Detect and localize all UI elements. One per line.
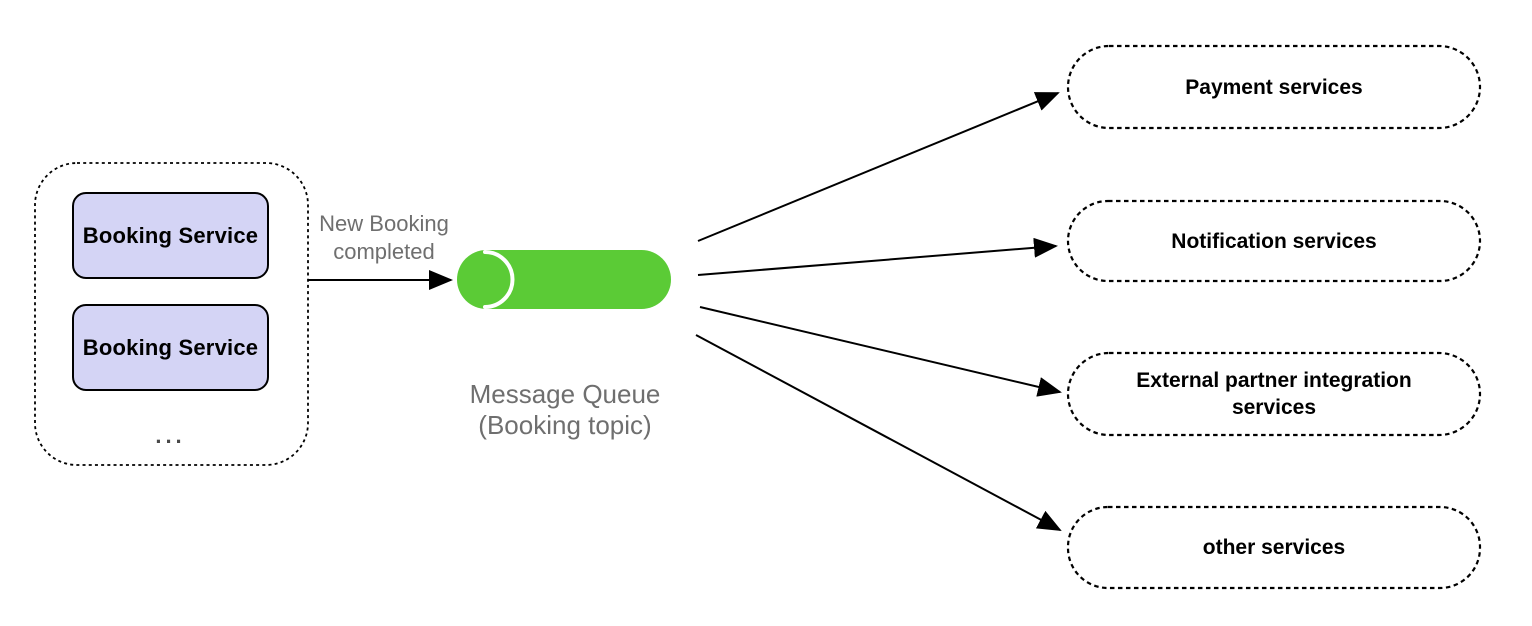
producers-more-indicator: ... <box>155 423 186 448</box>
event-arrow-label: New Booking completed <box>319 211 449 264</box>
producers-group-box <box>34 162 309 466</box>
consumer-label-other: other services <box>1202 536 1346 559</box>
consumer-label-payment: Payment services <box>1185 75 1363 99</box>
booking-service-node-2 <box>72 304 269 391</box>
queue-to-other-arrow <box>695 334 1062 531</box>
booking-service-label-1: Booking Service <box>82 222 259 248</box>
consumer-label-external: External partner integration services <box>1136 369 1412 419</box>
message-queue-cylinder <box>457 250 671 309</box>
booking-service-node-1 <box>72 192 269 279</box>
queue-to-external-arrow <box>699 306 1062 397</box>
queue-to-payment-arrow <box>697 92 1060 242</box>
booking-service-label-2: Booking Service <box>82 334 259 360</box>
consumer-node-external <box>1066 351 1482 437</box>
consumer-node-other <box>1066 505 1482 590</box>
queue-to-notification-arrow <box>697 237 1058 276</box>
consumer-node-notification <box>1066 199 1482 283</box>
message-queue-label: Message Queue (Booking topic) <box>469 379 661 440</box>
cylinder-end-cap-arc <box>483 250 515 309</box>
consumer-label-notification: Notification services <box>1171 229 1377 253</box>
consumer-node-payment <box>1066 44 1482 130</box>
